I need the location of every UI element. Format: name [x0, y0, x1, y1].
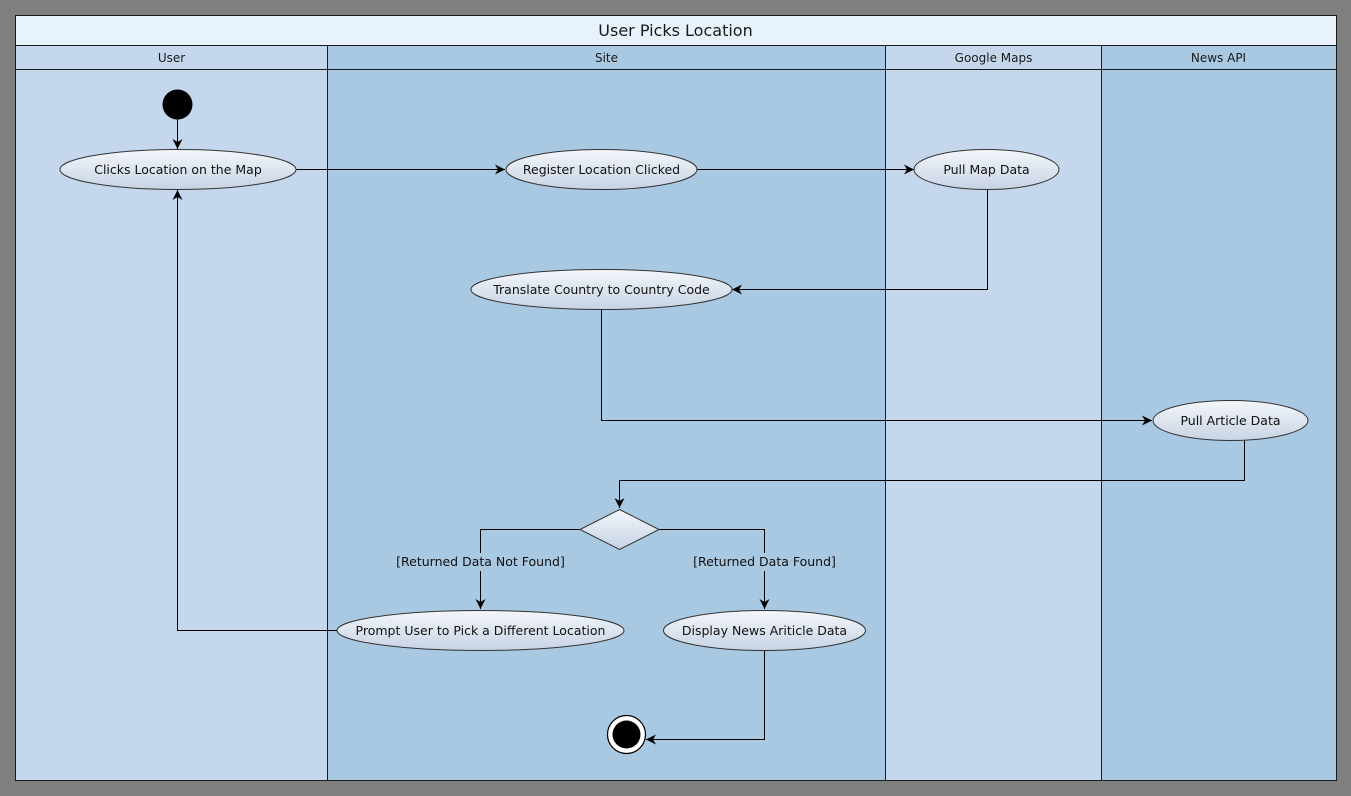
lane-title-site: Site [595, 51, 618, 65]
node-prompt-user: Prompt User to Pick a Different Location [336, 610, 625, 651]
lane-title-user: User [158, 51, 185, 65]
node-clicks-location: Clicks Location on the Map [59, 149, 297, 190]
node-pull-article-data-label: Pull Article Data [1180, 413, 1280, 428]
edge-prompt-to-clicks [172, 190, 338, 631]
node-display-news: Display News Ariticle Data [663, 610, 866, 651]
diagram-title: User Picks Location [598, 21, 752, 40]
node-display-news-label: Display News Ariticle Data [682, 623, 847, 638]
guard-not-found-bg [396, 553, 566, 571]
start-node [162, 89, 193, 120]
title-bar [15, 15, 1337, 46]
lane-title-news: News API [1191, 51, 1246, 65]
end-node [606, 714, 647, 755]
guard-found-bg [692, 553, 836, 571]
edge-decision-to-prompt [475, 529, 580, 609]
edge-pullmap-to-translate [732, 189, 988, 295]
node-register-location: Register Location Clicked [505, 149, 698, 190]
guard-found-label: [Returned Data Found] [693, 554, 836, 569]
guard-not-found-label: [Returned Data Not Found] [396, 554, 565, 569]
node-translate-country-label: Translate Country to Country Code [492, 282, 710, 297]
node-clicks-location-label: Clicks Location on the Map [94, 162, 262, 177]
node-pull-article-data: Pull Article Data [1152, 400, 1309, 441]
node-pull-map-data-label: Pull Map Data [943, 162, 1029, 177]
node-pull-map-data: Pull Map Data [913, 149, 1060, 190]
lane-title-maps: Google Maps [955, 51, 1033, 65]
edge-display-to-end [646, 650, 765, 745]
edge-decision-to-display [659, 529, 770, 609]
node-prompt-user-label: Prompt User to Pick a Different Location [356, 623, 606, 638]
edge-pullarticle-to-decision [614, 440, 1245, 508]
decision-diamond [578, 508, 661, 551]
node-translate-country: Translate Country to Country Code [470, 269, 733, 310]
node-register-location-label: Register Location Clicked [523, 162, 680, 177]
edge-translate-to-pullarticle [601, 309, 1152, 426]
